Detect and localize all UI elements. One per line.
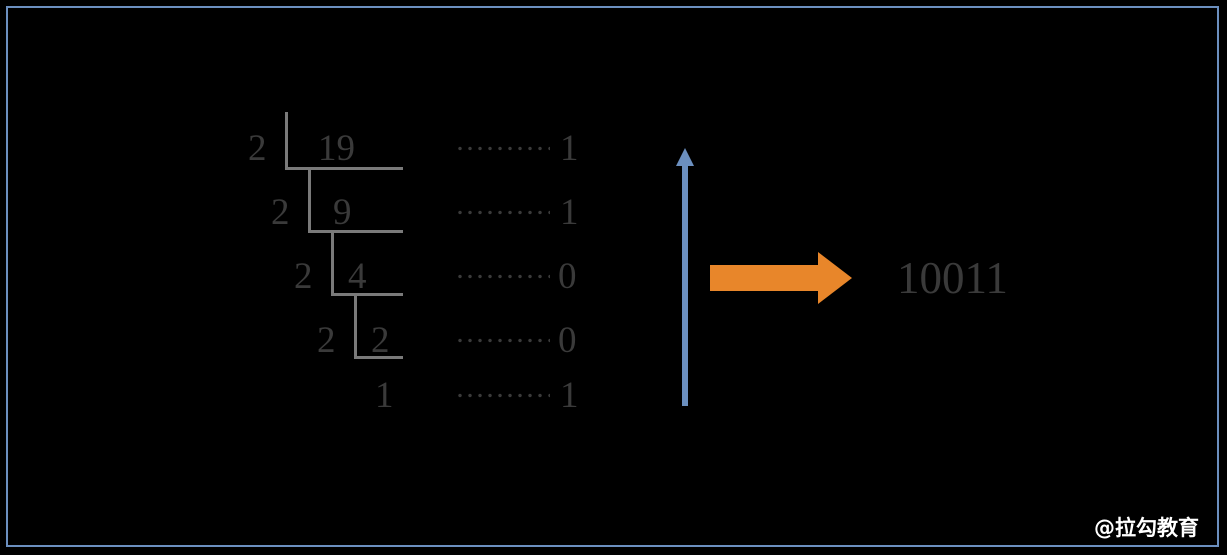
arrow-right-shaft <box>710 265 820 291</box>
leader-dots <box>455 338 550 343</box>
division-horizontal-rule <box>354 356 403 359</box>
division-horizontal-rule <box>308 230 403 233</box>
arrow-right-head <box>818 252 852 304</box>
watermark: @拉勾教育 <box>1094 516 1199 540</box>
divisor-value: 2 <box>317 320 336 361</box>
leader-dots <box>455 274 550 279</box>
divisor-value: 2 <box>248 128 267 169</box>
dividend-value: 1 <box>375 375 394 416</box>
leader-dots <box>455 393 550 398</box>
binary-result-value: 10011 <box>897 253 1008 303</box>
arrow-up-head <box>676 148 694 166</box>
remainder-value: 1 <box>560 192 579 233</box>
dividend-value: 2 <box>371 320 390 361</box>
leader-dots <box>455 210 550 215</box>
arrow-right-icon <box>710 252 852 304</box>
dividend-value: 4 <box>348 256 367 297</box>
remainder-value: 0 <box>558 320 577 361</box>
division-horizontal-rule <box>285 167 403 170</box>
remainder-value: 1 <box>560 128 579 169</box>
division-horizontal-rule <box>331 293 403 296</box>
division-vertical-rule <box>354 296 357 358</box>
division-vertical-rule <box>308 170 311 232</box>
arrow-up-shaft <box>682 164 688 406</box>
dividend-value: 9 <box>333 192 352 233</box>
division-vertical-rule <box>331 233 334 295</box>
leader-dots <box>455 146 550 151</box>
divisor-value: 2 <box>271 192 290 233</box>
remainder-value: 0 <box>558 256 577 297</box>
dividend-value: 19 <box>318 128 355 169</box>
division-vertical-rule <box>285 112 288 170</box>
figure-border <box>6 6 1219 547</box>
arrow-up-icon <box>672 148 698 406</box>
long-division-tree: 2 19 2 9 2 4 2 2 1 <box>0 0 640 440</box>
remainder-value: 1 <box>560 375 579 416</box>
divisor-value: 2 <box>294 256 313 297</box>
